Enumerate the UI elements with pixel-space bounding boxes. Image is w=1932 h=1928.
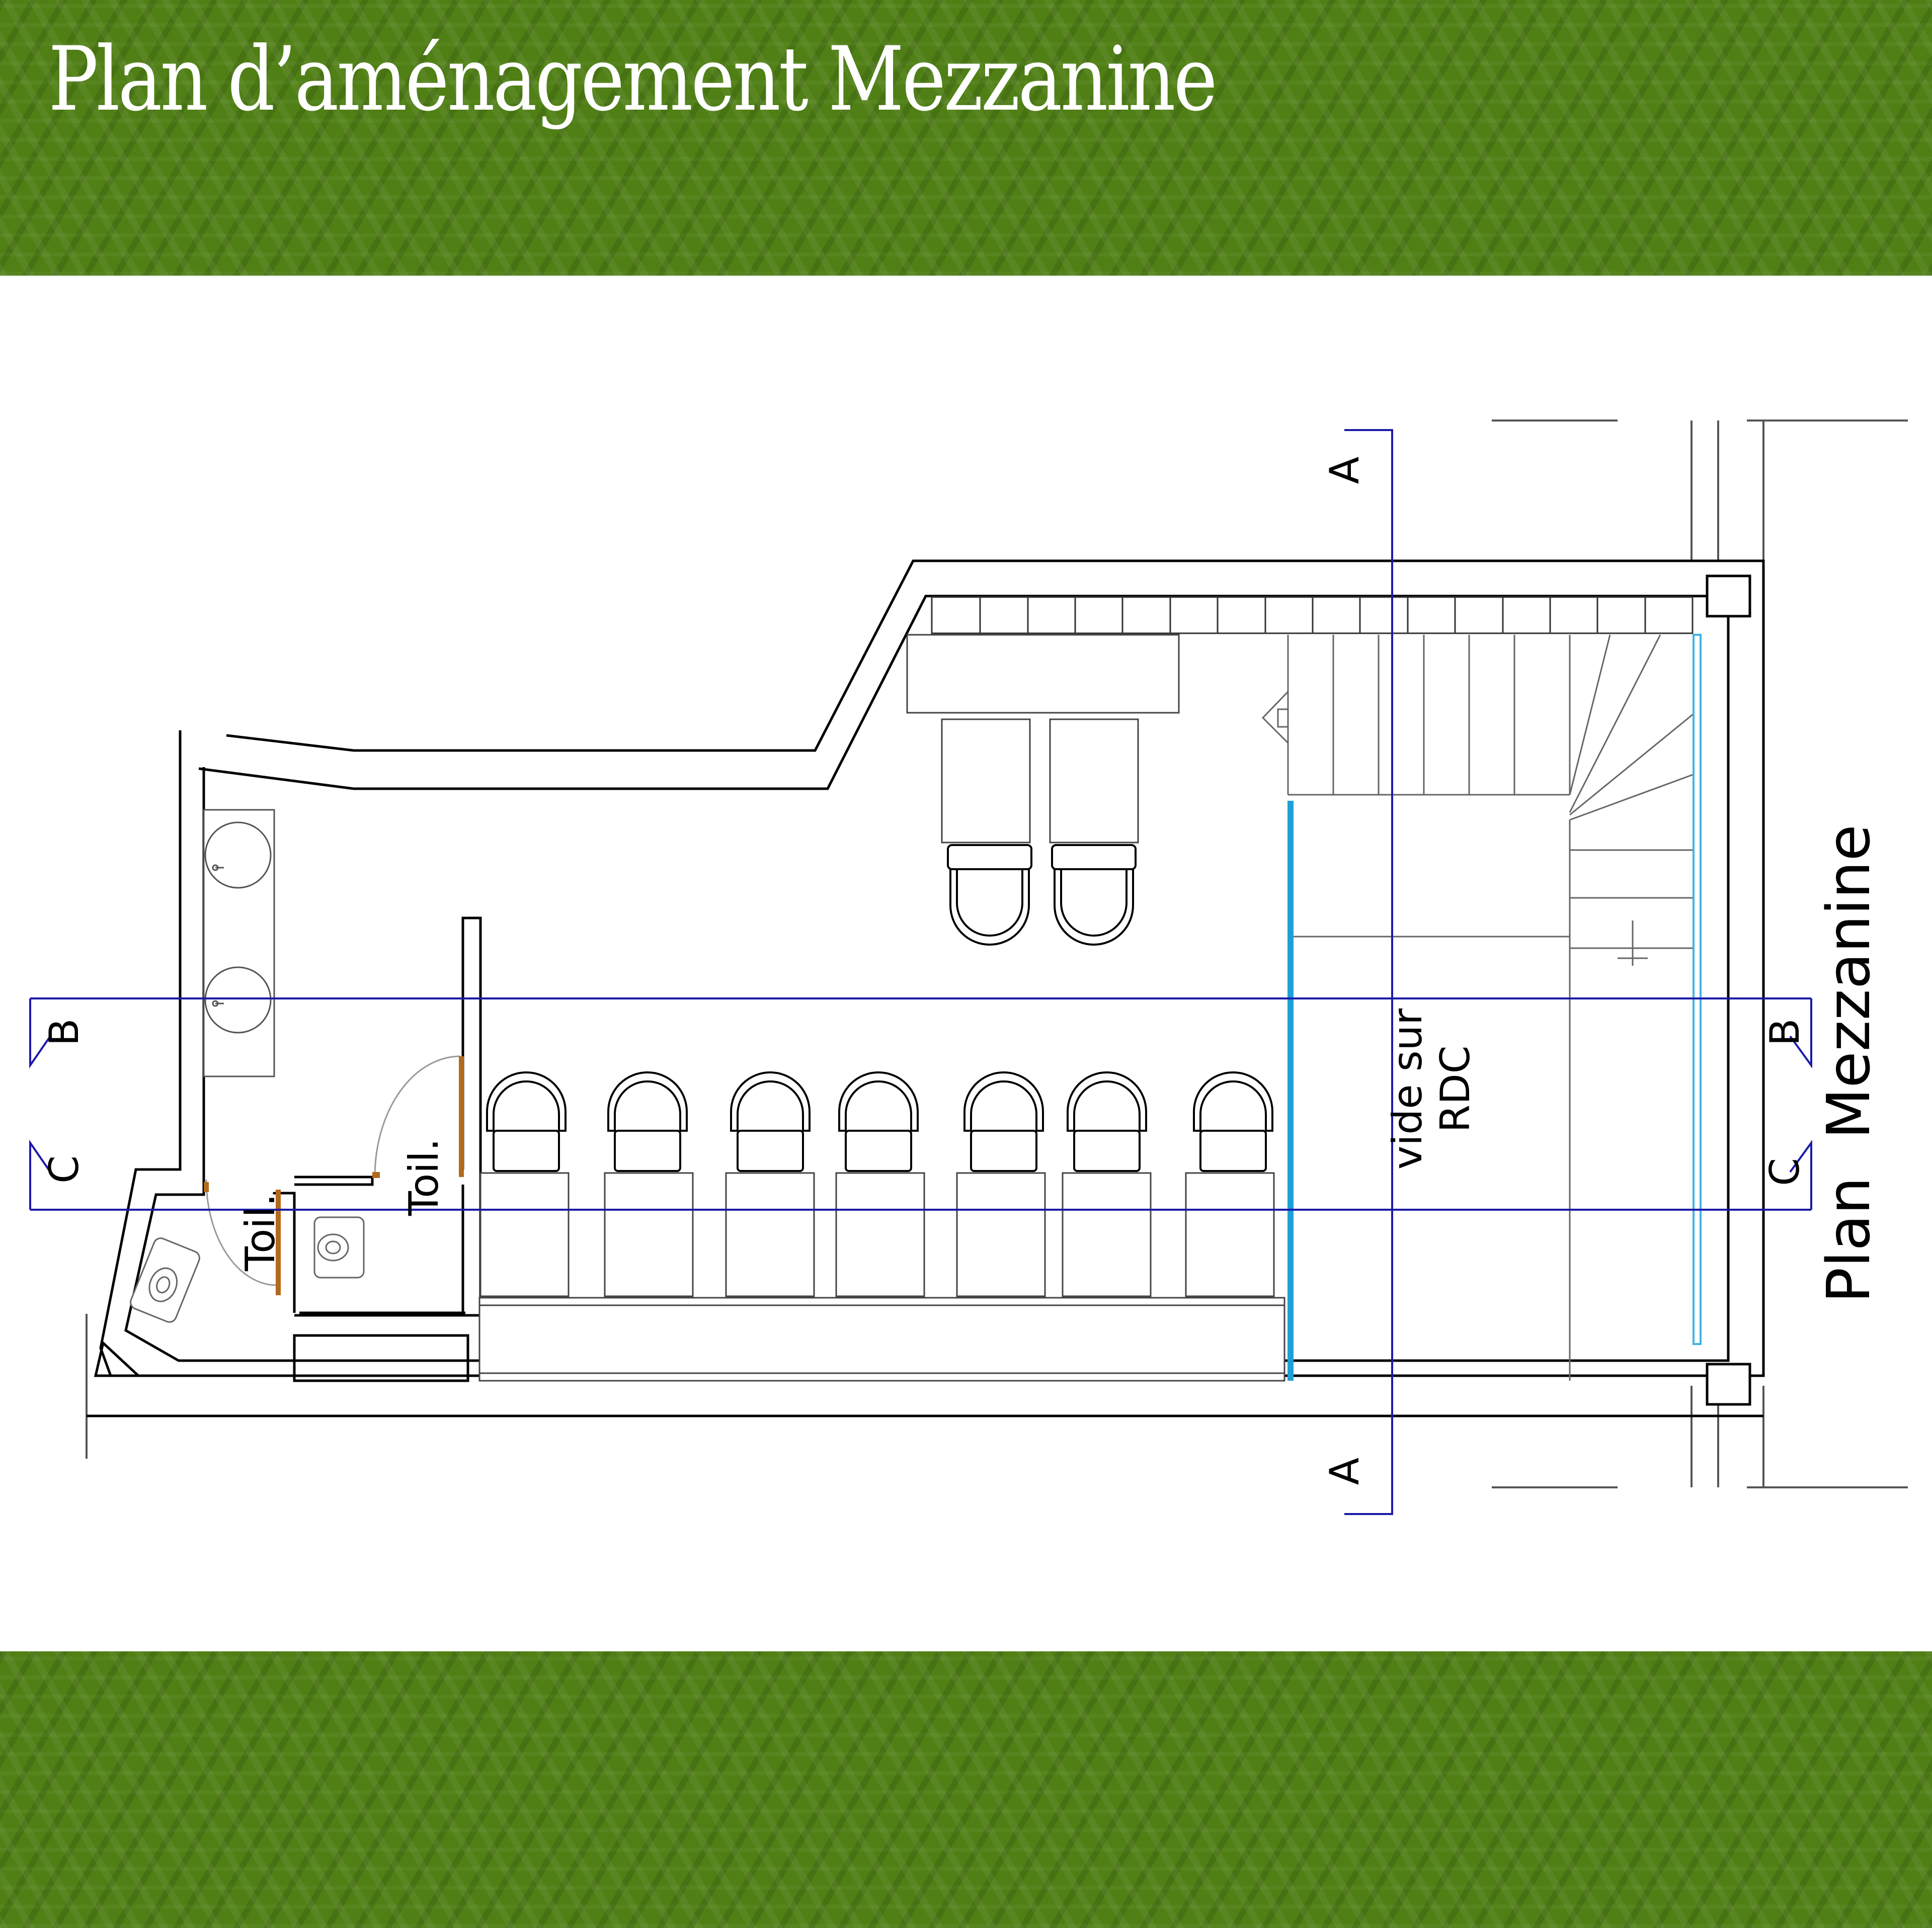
stair-direction-arrow <box>1261 690 1289 745</box>
top-desk-seat-2 <box>1049 718 1139 844</box>
door-leaf-left <box>276 1190 281 1295</box>
footer-band <box>0 1651 1932 1928</box>
outer-wall-line <box>99 559 1765 1377</box>
columns <box>1706 574 1751 1406</box>
counter-seat-7 <box>1185 1172 1275 1297</box>
void-label-line1: vide sur <box>1384 1009 1431 1169</box>
toilet-partition-left <box>273 1192 296 1313</box>
toilet-icon-left <box>130 1237 200 1323</box>
toilet-partition-middle <box>294 1176 374 1186</box>
grid-lines <box>86 420 1908 1488</box>
sink-2-icon <box>204 966 272 1034</box>
door-swing-left <box>205 1179 276 1286</box>
counter-seat-2 <box>604 1172 694 1297</box>
counter-seat-4 <box>835 1172 925 1297</box>
section-label-b-right: B <box>1761 1019 1808 1046</box>
plan-side-label: Plan Mezzanine <box>1814 824 1883 1303</box>
vanity <box>203 809 275 1077</box>
room-labels: Toil. Toil. vide sur RDC Plan Mezzanine <box>237 824 1883 1303</box>
doors <box>204 1055 464 1295</box>
section-label-c-left: C <box>41 1155 88 1184</box>
page-title: Plan d’aménagement Mezzanine <box>48 28 1218 131</box>
railing-stair-edge <box>1693 634 1702 1345</box>
toilets <box>130 1216 365 1323</box>
section-lines <box>29 429 1812 1515</box>
staircase <box>1261 634 1694 1381</box>
toilet-icon-right <box>313 1216 365 1279</box>
top-shelf <box>931 596 1694 634</box>
storage-cabinet <box>293 1334 469 1382</box>
toilet-label-right: Toil. <box>400 1138 447 1216</box>
column-top-right <box>1706 574 1751 618</box>
section-labels: A A B B C C <box>41 456 1808 1485</box>
void-label-line2: RDC <box>1432 1045 1479 1132</box>
corner-wedge <box>94 1340 142 1377</box>
counter-seat-6 <box>1062 1172 1152 1297</box>
section-label-a-top: A <box>1321 456 1368 484</box>
armchairs <box>486 844 1273 1172</box>
counter-seat-3 <box>725 1172 815 1297</box>
section-label-a-bottom: A <box>1321 1457 1368 1485</box>
section-label-b-left: B <box>41 1019 88 1046</box>
top-desk-seat-1 <box>941 718 1031 844</box>
glass-railings <box>1287 634 1702 1381</box>
door-swing-right <box>374 1055 461 1178</box>
counter-group <box>478 1172 1285 1382</box>
walls <box>87 559 1765 1417</box>
counter-seat-1 <box>479 1172 570 1297</box>
column-bottom-right <box>1706 1363 1751 1406</box>
top-desk <box>906 634 1180 714</box>
counter-seat-5 <box>956 1172 1046 1297</box>
long-counter <box>478 1297 1285 1382</box>
toilet-label-left: Toil. <box>237 1194 284 1272</box>
sink-1-icon <box>204 821 272 889</box>
top-desk-group <box>906 634 1180 844</box>
door-leaf-right <box>459 1056 464 1177</box>
section-label-c-right: C <box>1761 1158 1808 1186</box>
toilet-partition-right <box>461 916 482 1317</box>
inner-wall-line <box>124 595 1730 1362</box>
header-band <box>0 0 1932 276</box>
